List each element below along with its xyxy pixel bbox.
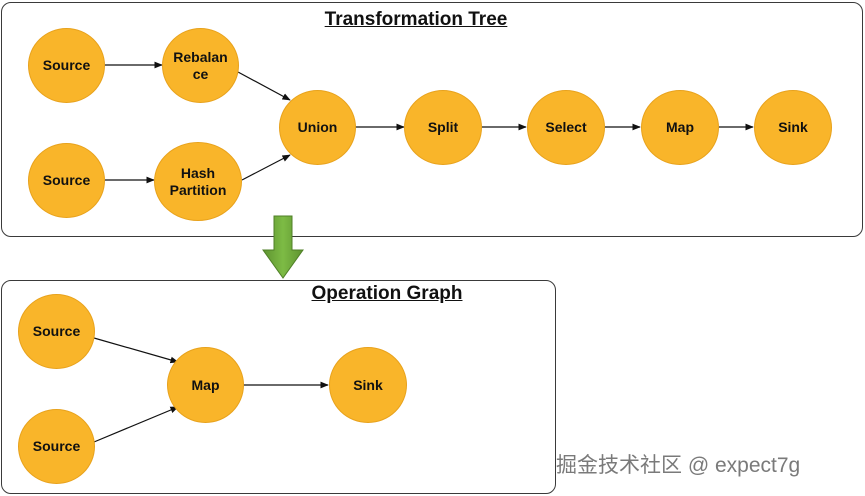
tt-node-select: Select bbox=[527, 90, 605, 165]
tt-node-sink: Sink bbox=[754, 90, 832, 165]
tt-node-source-2: Source bbox=[28, 143, 105, 218]
tt-node-map: Map bbox=[641, 90, 719, 165]
og-node-map: Map bbox=[167, 347, 244, 423]
operation-graph-title: Operation Graph bbox=[311, 283, 463, 304]
og-node-source-1: Source bbox=[18, 294, 95, 369]
transformation-tree-title: Transformation Tree bbox=[324, 9, 508, 30]
tt-node-union: Union bbox=[279, 90, 356, 165]
og-node-sink: Sink bbox=[329, 347, 407, 423]
tt-node-hash-partition: Hash Partition bbox=[154, 142, 242, 221]
watermark-text: 掘金技术社区 @ expect7g bbox=[556, 454, 801, 477]
edge-hash-union bbox=[241, 154, 291, 181]
edge-rebalance-union bbox=[237, 71, 291, 101]
og-node-source-2: Source bbox=[18, 409, 95, 484]
tt-node-split: Split bbox=[404, 90, 482, 165]
edge-og-source2-map bbox=[93, 406, 179, 443]
down-arrow-icon bbox=[262, 215, 304, 279]
tt-node-rebalance: Rebalan ce bbox=[162, 28, 239, 103]
operation-graph-panel bbox=[1, 280, 556, 494]
tt-node-source-1: Source bbox=[28, 28, 105, 103]
edge-og-source1-map bbox=[93, 337, 179, 364]
